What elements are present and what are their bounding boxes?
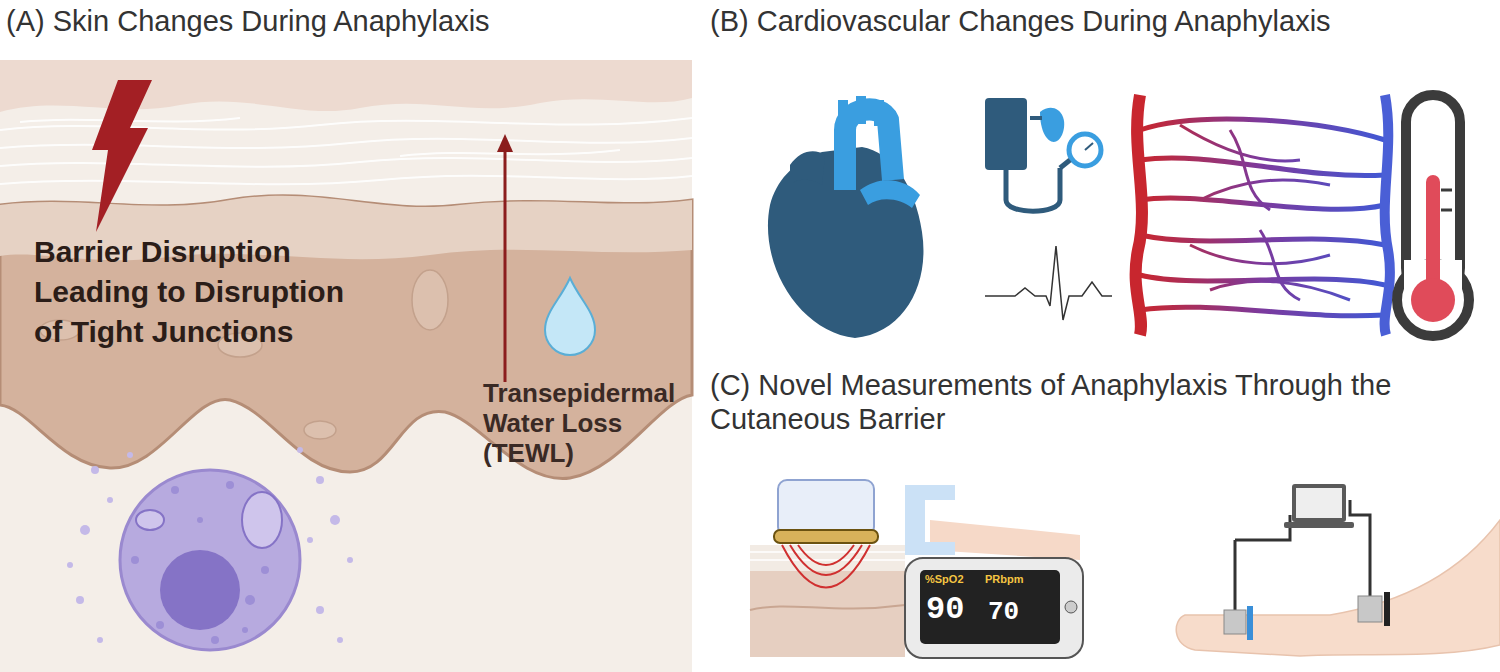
heart-icon [768,96,924,338]
screen-value: 90 [926,590,986,630]
callout-text: Barrier Disruption Leading to Disruption… [34,232,369,352]
panel-heading: (C) Novel Measurements of Anaphylaxis Th… [710,368,1400,436]
ecg-trace [985,246,1112,320]
panel-region: (A) Skin Changes During AnaphylaxisBarri… [0,0,700,672]
vessel-network [1136,95,1390,335]
thermometer-icon [1397,95,1469,336]
panel-heading: (B) Cardiovascular Changes During Anaphy… [710,4,1500,38]
blood-pressure-cuff [985,98,1101,211]
pulse-oximeter [905,485,1083,658]
skin-sensor [750,480,905,657]
mast-cell [67,447,353,650]
callout-text: Transepidermal Water Loss (TEWL) [483,378,698,468]
screen-label: %SpO2 [925,573,975,586]
skin-illustration [0,60,692,672]
screen-value: 70 [988,596,1038,628]
panel-heading: (A) Skin Changes During Anaphylaxis [6,4,696,38]
screen-label: PRbpm [985,573,1035,586]
arm-electrodes [1176,484,1500,656]
